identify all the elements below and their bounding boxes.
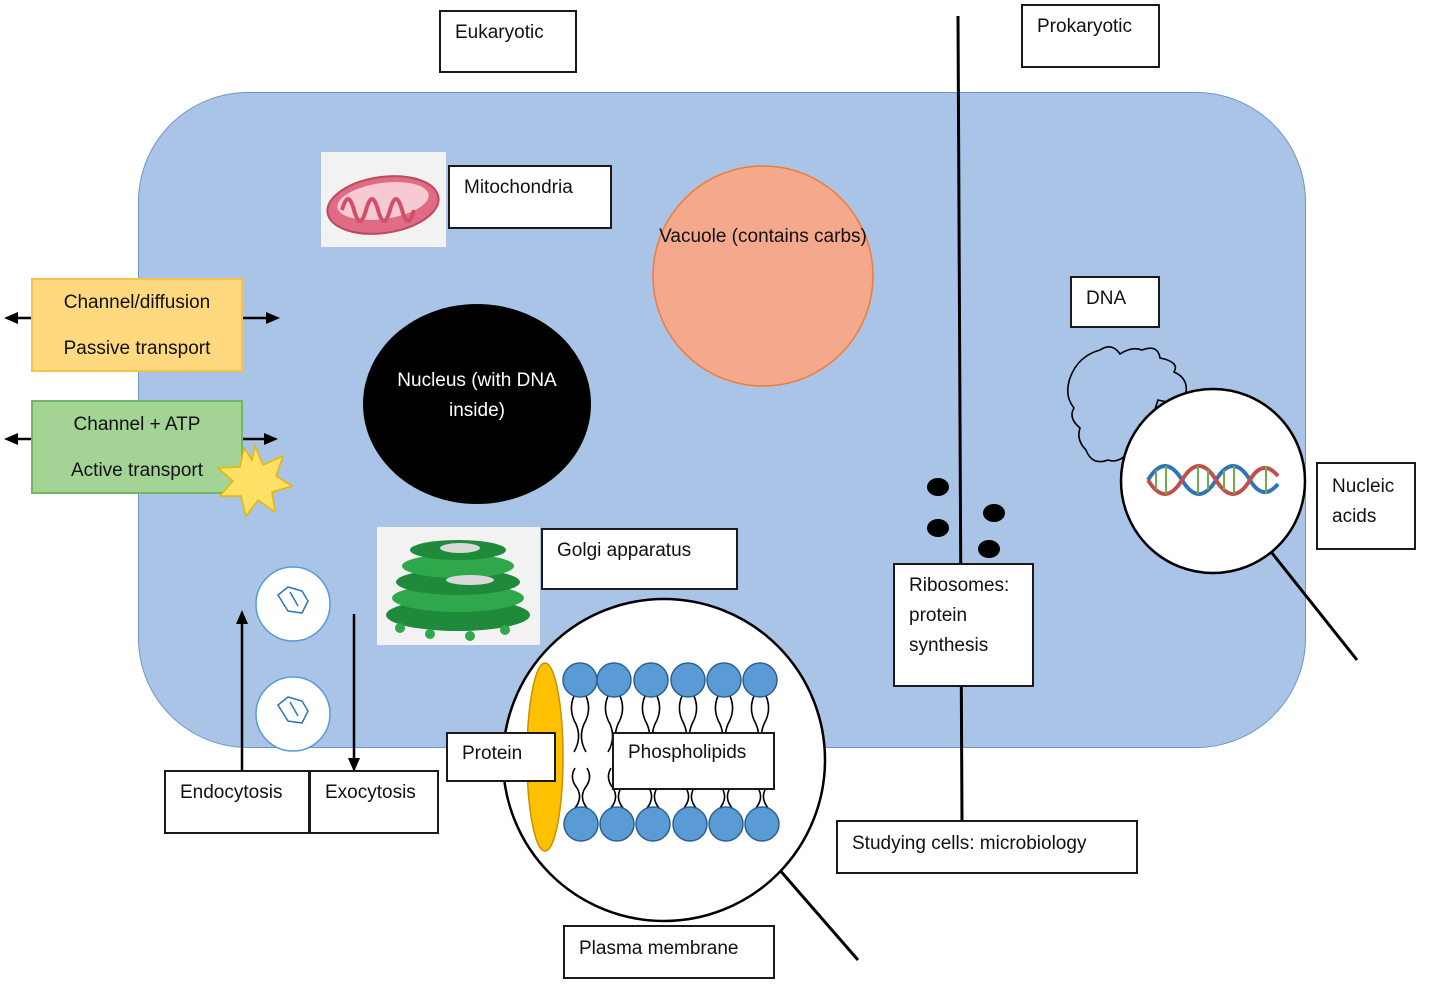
phospholipid-head xyxy=(708,806,744,842)
nucleic-acids-label: Nucleic acids xyxy=(1316,462,1416,550)
studying-cells-label: Studying cells: microbiology xyxy=(836,820,1138,874)
vesicle-shape xyxy=(255,676,331,752)
nucleus-label: Nucleus (with DNA inside) xyxy=(397,370,557,421)
active-transport-top-text: Channel + ATP xyxy=(73,414,201,435)
phospholipid-head xyxy=(742,662,778,698)
phospholipid-head xyxy=(706,662,742,698)
passive-transport-top-text: Channel/diffusion xyxy=(63,292,211,313)
phospholipid-tail xyxy=(571,767,591,809)
passive-transport-box: Channel/diffusion Passive transport xyxy=(31,278,243,372)
active-transport-bottom-text: Active transport xyxy=(71,460,203,481)
phospholipid-head xyxy=(744,806,780,842)
ribosome-dot xyxy=(927,478,949,496)
phospholipid-head xyxy=(635,806,671,842)
phospholipid-head xyxy=(562,662,598,698)
dna-label: DNA xyxy=(1070,276,1160,328)
plasma-membrane-label: Plasma membrane xyxy=(563,925,775,979)
golgi-icon xyxy=(377,527,540,645)
phospholipid-head xyxy=(599,806,635,842)
ribosome-dot xyxy=(978,540,1000,558)
phospholipid-tail xyxy=(570,695,590,753)
exocytosis-label: Exocytosis xyxy=(309,770,439,834)
vacuole-shape xyxy=(652,165,874,387)
protein-label: Protein xyxy=(446,732,556,782)
ribosomes-label: Ribosomes: protein synthesis xyxy=(893,563,1034,687)
atp-burst-icon xyxy=(216,443,294,518)
phospholipids-label: Phospholipids xyxy=(612,732,775,790)
eukaryotic-label: Eukaryotic xyxy=(439,10,577,73)
active-transport-box: Channel + ATP Active transport xyxy=(31,400,243,494)
dna-loop-shape xyxy=(1066,346,1188,463)
phospholipid-head xyxy=(633,662,669,698)
phospholipid-head xyxy=(672,806,708,842)
golgi-label: Golgi apparatus xyxy=(541,528,738,590)
phospholipid-head xyxy=(670,662,706,698)
nucleic-pointer-line xyxy=(1266,547,1359,661)
double-helix-icon xyxy=(1146,464,1280,496)
mitochondria-label: Mitochondria xyxy=(448,165,612,229)
membrane-pointer-line xyxy=(776,867,860,961)
divider-line xyxy=(956,15,964,823)
phospholipid-head xyxy=(563,806,599,842)
vacuole-label: Vacuole (contains carbs) xyxy=(659,226,867,247)
endocytosis-label: Endocytosis xyxy=(164,770,310,834)
phospholipid-head xyxy=(596,662,632,698)
vesicle-shape xyxy=(255,566,331,642)
phospholipid-heads xyxy=(562,662,780,842)
ribosome-dot xyxy=(927,519,949,537)
nucleus-shape xyxy=(363,304,591,504)
nucleic-zoom-circle xyxy=(1119,387,1307,575)
mitochondria-icon xyxy=(321,152,446,247)
ribosome-dot xyxy=(983,504,1005,522)
prokaryotic-label: Prokaryotic xyxy=(1021,4,1160,68)
passive-transport-bottom-text: Passive transport xyxy=(63,338,211,359)
